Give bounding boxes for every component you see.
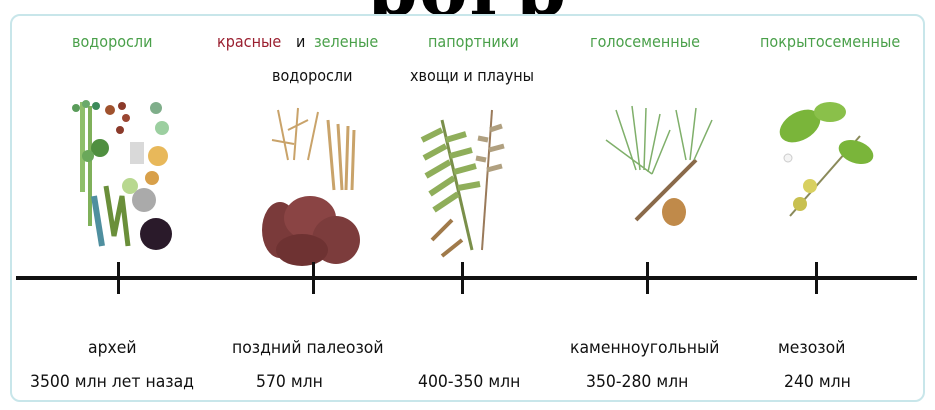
label-horsetails: хвощи и плауны [410,68,534,84]
flowering-branch-illustration [770,96,880,226]
label-algae-2: водоросли [272,68,352,84]
era-time-carboniferous: 350-280 млн [586,374,688,391]
era-name-carboniferous: каменноугольный [570,340,719,357]
red-green-algae-illustration [258,100,368,270]
tick-carboniferous [646,262,649,294]
timeline-axis [16,276,917,280]
tick-archean [117,262,120,294]
label-red: красные [217,34,281,50]
fern-illustration [412,100,512,260]
label-ferns: папортники [428,34,519,50]
label-green: зеленые [314,34,378,50]
tick-ferns [461,262,464,294]
era-time-archean: 3500 млн лет назад [30,374,194,391]
era-time-late-paleozoic: 570 млн [256,374,323,391]
tick-late-paleozoic [312,262,315,294]
label-algae: водоросли [72,34,152,50]
era-name-mesozoic: мезозой [778,340,845,357]
era-name-archean: архей [88,340,137,357]
tick-mesozoic [815,262,818,294]
algae-illustration [66,96,176,256]
era-time-ferns: 400-350 млн [418,374,520,391]
pine-illustration [596,100,716,240]
label-angiosperms: покрытосеменные [760,34,900,50]
era-time-mesozoic: 240 млн [784,374,851,391]
label-and: и [296,34,305,50]
era-name-late-paleozoic: поздний палеозой [232,340,383,357]
label-gymnosperms: голосеменные [590,34,700,50]
